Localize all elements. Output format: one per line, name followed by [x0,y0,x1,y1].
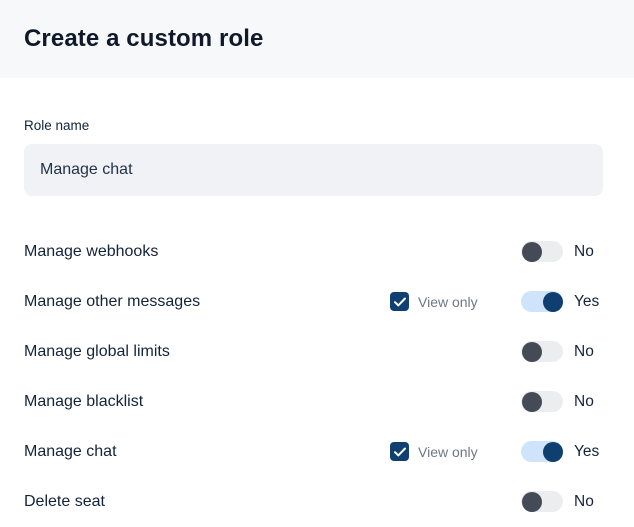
permission-row: Manage chat View only Yes [24,427,610,477]
permission-toggle[interactable] [521,391,563,412]
check-icon [393,447,406,457]
toggle-knob [521,241,542,262]
permission-label: Manage other messages [24,292,201,310]
permission-toggle[interactable] [521,291,563,312]
role-name-field-block: Role name [24,78,610,196]
dialog-body: Role name Manage webhooksView onlyNoMana… [0,78,634,527]
toggle-knob [542,441,563,462]
view-only-group[interactable]: View only [390,427,478,477]
permission-toggle-group: Yes [521,277,599,327]
permission-toggle[interactable] [521,341,563,362]
toggle-state-label: No [574,342,594,360]
permission-toggle[interactable] [521,491,563,512]
permission-label: Delete seat [24,492,105,510]
permission-label: Manage webhooks [24,242,159,260]
permission-row: Manage webhooksView onlyNo [24,227,610,277]
toggle-knob [521,491,542,512]
role-name-input[interactable] [24,143,603,196]
view-only-checkbox[interactable] [390,292,409,311]
permission-toggle[interactable] [521,441,563,462]
permission-label: Manage chat [24,442,117,460]
permission-toggle[interactable] [521,241,563,262]
permission-row: Manage blacklistView onlyNo [24,377,610,427]
permission-row: Manage other messages View only Yes [24,277,610,327]
view-only-label: View only [418,293,478,310]
toggle-state-label: Yes [574,292,600,310]
permission-toggle-group: Yes [521,427,599,477]
toggle-state-label: No [574,242,594,260]
toggle-state-label: No [574,492,594,510]
toggle-knob [521,391,542,412]
toggle-state-label: No [574,392,594,410]
role-name-label: Role name [24,118,90,133]
toggle-knob [521,341,542,362]
check-icon [393,297,406,307]
dialog-header: Create a custom role [0,0,634,78]
view-only-label: View only [418,443,478,460]
toggle-state-label: Yes [574,442,600,460]
page-title: Create a custom role [24,25,264,52]
permission-toggle-group: No [521,227,594,277]
view-only-checkbox[interactable] [390,442,409,461]
permission-label: Manage global limits [24,342,170,360]
permission-row: Delete seatView onlyNo [24,477,610,527]
view-only-group[interactable]: View only [390,277,478,327]
permission-row: Manage global limitsView onlyNo [24,327,610,377]
permission-toggle-group: No [521,477,594,527]
permission-toggle-group: No [521,377,594,427]
permission-label: Manage blacklist [24,392,144,410]
permissions-list: Manage webhooksView onlyNoManage other m… [24,227,610,527]
permission-toggle-group: No [521,327,594,377]
toggle-knob [542,291,563,312]
